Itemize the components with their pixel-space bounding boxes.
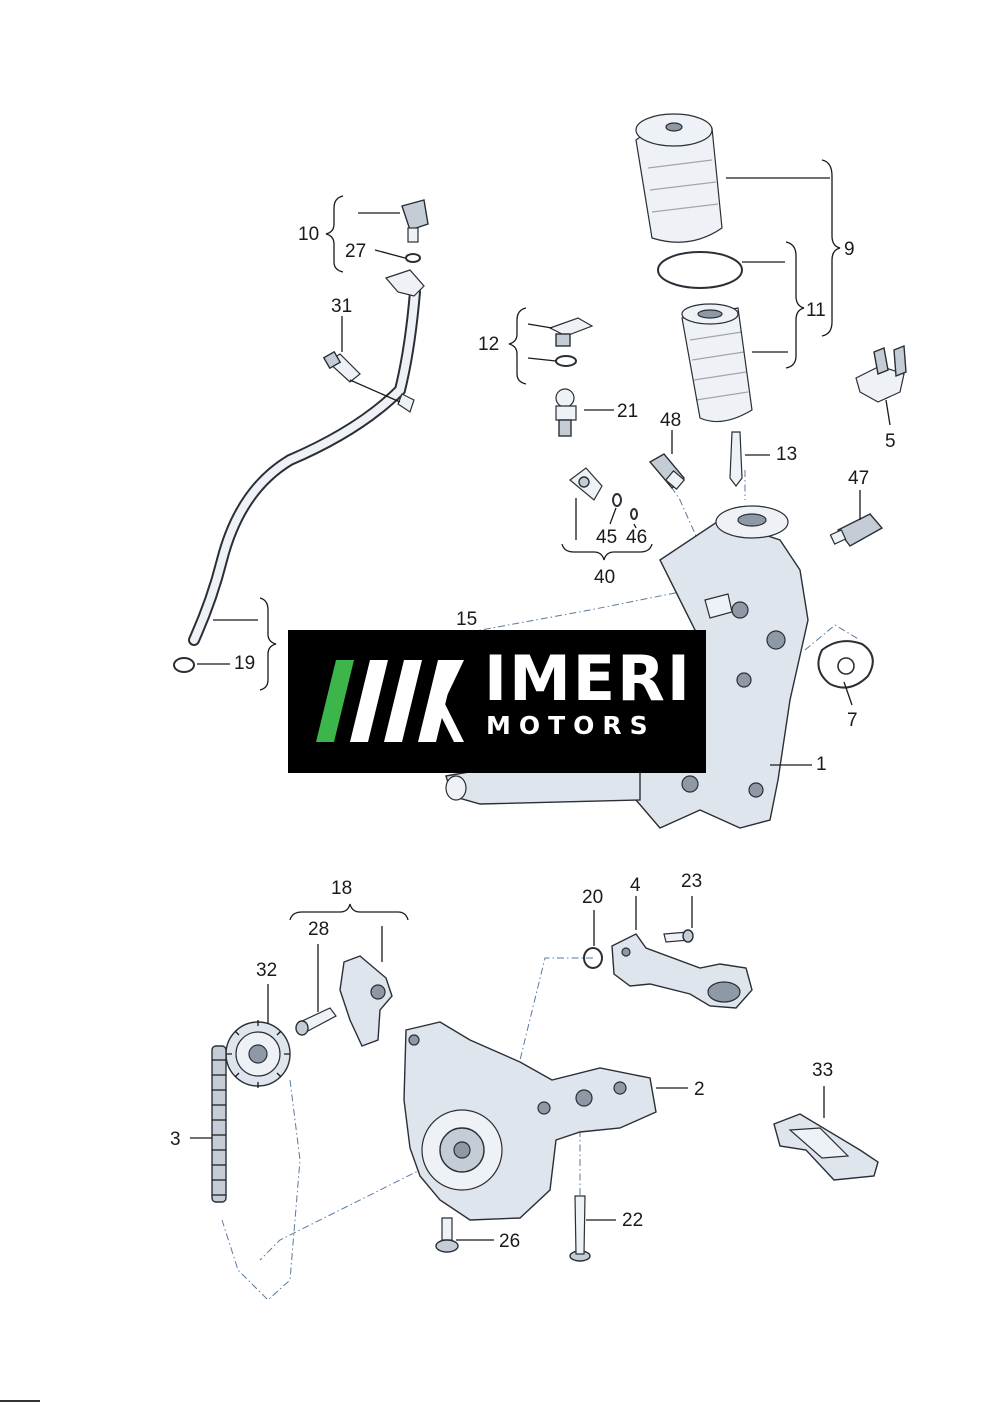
callout-48: 48 xyxy=(660,410,681,431)
callout-7: 7 xyxy=(847,710,858,731)
callout-31: 31 xyxy=(331,296,352,317)
callout-18: 18 xyxy=(331,878,352,899)
bracket-33-part xyxy=(773,1113,879,1181)
callout-4: 4 xyxy=(630,875,641,896)
bolt-23-part xyxy=(663,929,694,943)
callout-32: 32 xyxy=(256,960,277,981)
clip-5-part xyxy=(855,344,907,403)
sensor-47-part xyxy=(829,513,884,547)
callout-33: 33 xyxy=(812,1060,833,1081)
callout-28: 28 xyxy=(308,919,329,940)
logo-subtitle: MOTORS xyxy=(486,711,656,740)
sprocket-32-part xyxy=(225,1020,291,1088)
callout-45: 45 xyxy=(596,527,617,548)
callout-19: 19 xyxy=(234,653,255,674)
callout-27: 27 xyxy=(345,241,366,262)
valve-40-part xyxy=(569,467,638,520)
callout-40: 40 xyxy=(594,567,615,588)
bolt-22-part xyxy=(569,1195,591,1262)
chain-tensioner-part xyxy=(339,955,393,1047)
logo-banner xyxy=(288,630,706,773)
sensor-13-part xyxy=(729,431,743,487)
callout-11: 11 xyxy=(806,300,826,321)
timing-chain-3-part xyxy=(211,1045,227,1203)
logo-stripes-icon xyxy=(316,660,464,742)
filter-element-part xyxy=(681,303,753,423)
callout-21: 21 xyxy=(617,401,638,422)
cap-o-ring-part xyxy=(405,253,421,263)
filter-seal-ring-part xyxy=(657,251,743,289)
callout-22: 22 xyxy=(622,1210,643,1231)
seal-20-part xyxy=(583,947,603,969)
callout-12: 12 xyxy=(478,334,499,355)
callout-46: 46 xyxy=(626,527,647,548)
callout-47: 47 xyxy=(848,468,869,489)
ball-stud-21-part xyxy=(555,388,577,437)
callout-1: 1 xyxy=(816,754,827,775)
oil-pump-part xyxy=(403,1021,657,1221)
page-edge-rule xyxy=(0,1400,40,1402)
oil-cooler-15-part xyxy=(445,769,641,805)
callout-5: 5 xyxy=(885,431,896,452)
callout-26: 26 xyxy=(499,1231,520,1252)
dipstick-cap-part xyxy=(401,199,429,243)
callout-labels: 9 11 10 27 31 12 21 48 13 5 47 45 46 40 … xyxy=(170,224,896,1252)
leader-lines xyxy=(190,177,891,1241)
group-braces xyxy=(259,159,841,921)
bolt-26-part xyxy=(435,1217,459,1253)
dipstick-tube-part xyxy=(188,269,425,646)
cap-12-part xyxy=(548,317,594,367)
callout-23: 23 xyxy=(681,871,702,892)
oil-pickup-tube-part xyxy=(611,933,753,1009)
callout-3: 3 xyxy=(170,1129,181,1150)
callout-10: 10 xyxy=(298,224,319,245)
bolt-31-part xyxy=(322,350,361,383)
oil-filter-housing-part xyxy=(635,113,723,243)
callout-20: 20 xyxy=(582,887,603,908)
callout-15: 15 xyxy=(456,609,477,630)
callout-9: 9 xyxy=(844,239,855,260)
logo-wordmark: IMERI xyxy=(484,642,692,715)
gasket-7-part xyxy=(817,640,874,689)
guide-pin-28-part xyxy=(295,1007,337,1036)
o-ring-19-part xyxy=(173,657,195,673)
callout-13: 13 xyxy=(776,444,797,465)
sensor-48-part xyxy=(648,453,686,490)
callout-2: 2 xyxy=(694,1079,705,1100)
